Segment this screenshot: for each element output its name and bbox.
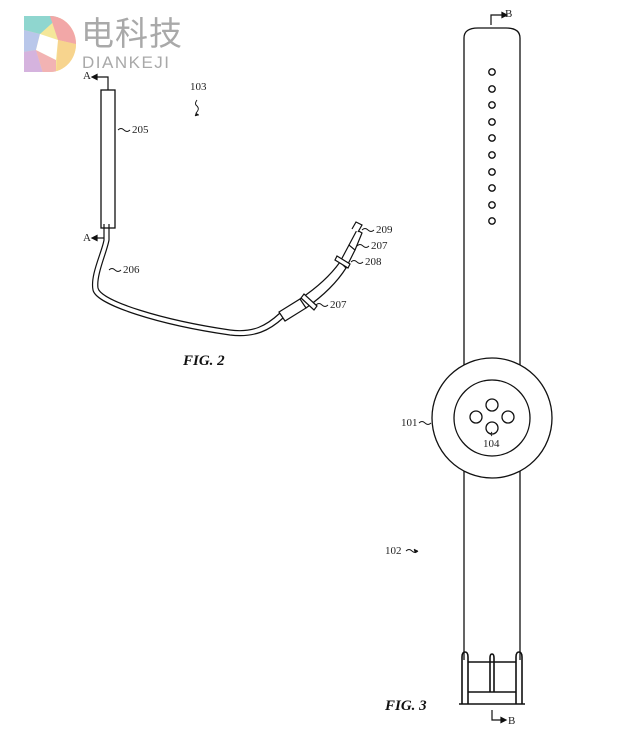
watermark-name-en: DIANKEJI xyxy=(82,53,171,72)
section-b-bottom-label: B xyxy=(508,715,516,727)
section-a-top-arrow-icon xyxy=(90,73,109,90)
dianke-d-logo-icon xyxy=(24,16,76,72)
label-209: 209 xyxy=(376,224,393,236)
section-a-bottom-label: A xyxy=(83,232,91,244)
section-b-top-arrow-icon xyxy=(490,11,509,25)
buckle xyxy=(459,651,525,705)
section-a-top-label: A xyxy=(83,70,91,82)
label-104: 104 xyxy=(483,438,500,450)
label-102: 102 xyxy=(385,545,402,557)
figure-2-caption: FIG. 2 xyxy=(183,353,225,369)
section-a-bottom-arrow-icon xyxy=(90,234,104,242)
sensors-104 xyxy=(469,398,515,435)
tip-209 xyxy=(351,221,363,233)
section-b-top-label: B xyxy=(505,8,513,20)
label-205: 205 xyxy=(132,124,149,136)
strap-holes xyxy=(488,68,496,225)
rigid-segment-205 xyxy=(100,89,116,229)
label-103: 103 xyxy=(190,81,207,93)
label-206: 206 xyxy=(123,264,140,276)
sleeve-207-lower xyxy=(278,261,347,322)
strap-102-lower xyxy=(463,466,521,660)
label-207-lower: 207 xyxy=(330,299,347,311)
sleeve-207-upper xyxy=(334,229,363,270)
strap-102-upper xyxy=(463,27,521,370)
housing-101-outer xyxy=(431,357,553,479)
label-207-upper: 207 xyxy=(371,240,388,252)
label-208: 208 xyxy=(365,256,382,268)
label-101: 101 xyxy=(401,417,418,429)
cable-206 xyxy=(91,224,284,337)
housing-101-inner xyxy=(453,379,531,457)
figure-3-caption: FIG. 3 xyxy=(385,698,427,714)
watermark-name-cn: 电科技 xyxy=(81,14,183,53)
section-b-bottom-arrow-icon xyxy=(491,710,508,724)
